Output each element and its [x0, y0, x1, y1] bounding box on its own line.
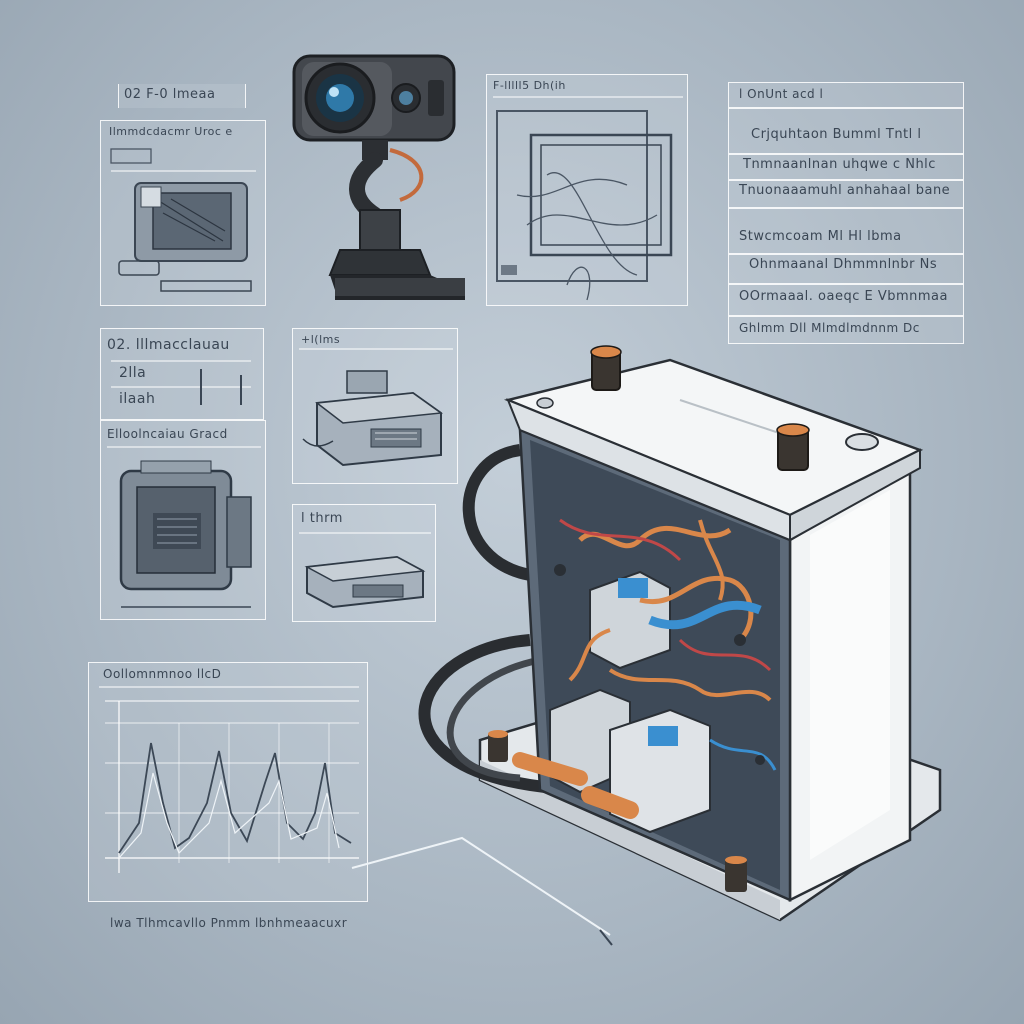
panel-b: F-lllll5 Dh(ih — [486, 74, 688, 306]
panel-a-device-sketch — [110, 148, 256, 292]
panel-b-wiring-sketch — [493, 96, 683, 301]
spec-row-7: Ghlmm Dll Mlmdlmdnnm Dc — [739, 321, 920, 335]
spec-list-panel: l OnUnt acd l Crjquhtaon Bumml Tntl l Tn… — [728, 82, 964, 344]
panel-e-title: +l(lms — [301, 333, 341, 346]
graph-title: Oollomnmnoo llcD — [103, 667, 222, 681]
panel-b-title: F-lllll5 Dh(ih — [493, 79, 566, 92]
panel-d: Elloolncaiau Gracd — [100, 420, 266, 620]
panel-e: +l(lms — [292, 328, 458, 484]
spec-row-6: OOrmaaal. oaeqc E Vbmnmaa — [739, 289, 948, 304]
panel-e-module-sketch — [299, 348, 453, 467]
panel-d-device-sketch — [107, 446, 261, 608]
spec-row-2: Tnmnaanlnan uhqwe c Nhlc — [743, 157, 936, 172]
spec-row-3: Tnuonaaamuhl anhahaal bane — [739, 183, 951, 198]
panel-c-marks — [111, 360, 251, 405]
panel-f-module-sketch — [299, 532, 431, 609]
panel-c: 02. lllmacclauau 2lla ilaah — [100, 328, 264, 420]
panel-a: Ilmmdcdacmr Uroc e — [100, 120, 266, 306]
spec-list-header: l OnUnt acd l — [739, 87, 824, 101]
panel-f: l thrm — [292, 504, 436, 622]
battery-cutaway-icon — [418, 345, 942, 922]
panel-a-title: Ilmmdcdacmr Uroc e — [109, 125, 233, 138]
spec-row-4: Stwcmcoam Ml Hl lbma — [739, 229, 902, 244]
security-camera-icon — [292, 54, 465, 300]
panel-c-sub2: ilaah — [119, 391, 156, 407]
top-left-tag: 02 F-0 lmeaa — [124, 87, 216, 102]
panel-d-title: Elloolncaiau Gracd — [107, 427, 228, 441]
waveform-graph — [99, 686, 359, 873]
panel-c-title: 02. lllmacclauau — [107, 337, 230, 353]
bottom-caption: lwa Tlhmcavllo Pnmm lbnhmeaacuxr — [110, 916, 348, 930]
spec-row-1: Crjquhtaon Bumml Tntl l — [751, 127, 922, 142]
panel-f-title: l thrm — [301, 511, 343, 526]
panel-c-sub1: 2lla — [119, 365, 147, 381]
graph-panel: Oollomnmnoo llcD — [88, 662, 368, 902]
top-left-tag-box — [118, 84, 246, 108]
spec-row-5: Ohnmaanal Dhmmnlnbr Ns — [749, 257, 938, 272]
